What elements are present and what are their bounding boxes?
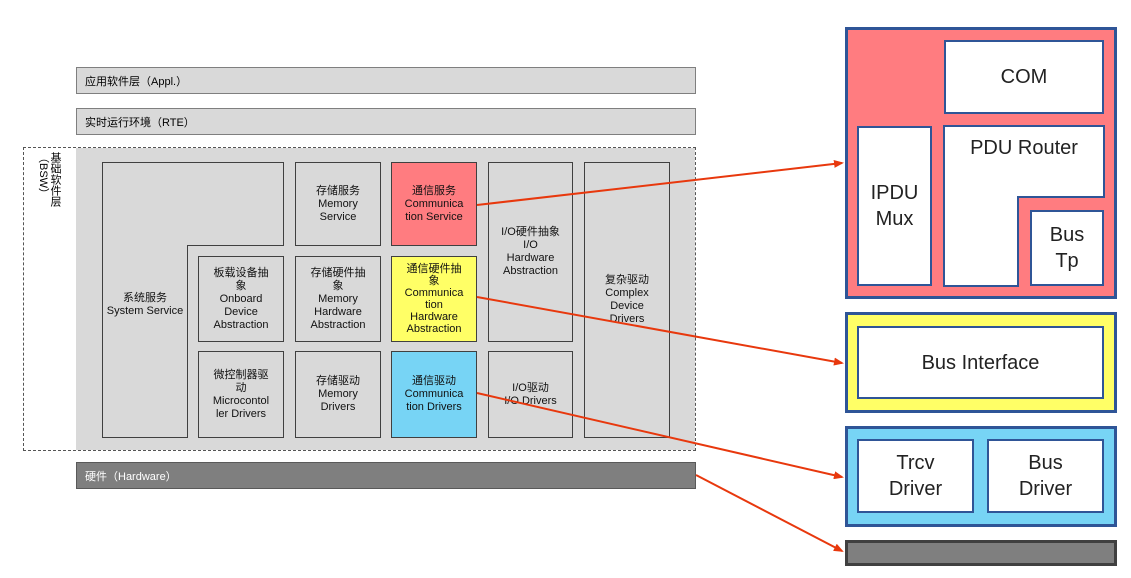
appl-layer-label: 应用软件层（Appl.） bbox=[85, 75, 188, 88]
bsw-label-en: （BSW） bbox=[37, 152, 49, 200]
arrow-drivers bbox=[476, 392, 844, 480]
arrow-hardware bbox=[695, 474, 844, 552]
comm-hw-abstraction-module: 通信硬件抽 象 Communica tion Hardware Abstract… bbox=[391, 256, 477, 342]
onboard-abstraction-module: 板载设备抽 象 Onboard Device Abstraction bbox=[198, 256, 284, 342]
rte-layer: 实时运行环境（RTE） bbox=[76, 108, 696, 135]
io-drivers-module: I/O驱动 I/O Drivers bbox=[488, 351, 573, 438]
rte-layer-label: 实时运行环境（RTE） bbox=[85, 116, 195, 129]
comm-drivers-module: 通信驱动 Communica tion Drivers bbox=[391, 351, 477, 438]
system-service-module bbox=[102, 162, 284, 438]
bsw-region bbox=[23, 147, 696, 451]
pdu-router-box bbox=[943, 125, 1105, 287]
hardware-stack bbox=[845, 540, 1117, 566]
pdu-router-label: PDU Router bbox=[970, 137, 1078, 159]
hardware-layer: 硬件（Hardware） bbox=[76, 462, 696, 489]
mcu-drivers-module: 微控制器驱 动 Microcontol ler Drivers bbox=[198, 351, 284, 438]
bsw-label: 基础软件层 （BSW） bbox=[29, 152, 61, 212]
ipdu-mux-box: IPDU Mux bbox=[857, 126, 932, 286]
memory-drivers-module: 存储驱动 Memory Drivers bbox=[295, 351, 381, 438]
communication-service-module: 通信服务 Communica tion Service bbox=[391, 162, 477, 246]
bsw-label-cn: 基础软件层 bbox=[49, 152, 61, 207]
arrow-hw-abstraction bbox=[476, 296, 844, 366]
system-service-label: 系统服务 System Service bbox=[106, 292, 184, 317]
bus-interface-box: Bus Interface bbox=[857, 326, 1104, 399]
arrow-service bbox=[476, 159, 844, 206]
bus-driver-box: Bus Driver bbox=[987, 439, 1104, 513]
com-box: COM bbox=[944, 40, 1104, 114]
memory-hw-abstraction-module: 存储硬件抽 象 Memory Hardware Abstraction bbox=[295, 256, 381, 342]
bus-tp-box: Bus Tp bbox=[1030, 210, 1104, 286]
complex-drivers-module: 复杂驱动 Complex Device Drivers bbox=[584, 162, 670, 438]
hardware-layer-label: 硬件（Hardware） bbox=[85, 470, 177, 483]
appl-layer: 应用软件层（Appl.） bbox=[76, 67, 696, 94]
trcv-driver-box: Trcv Driver bbox=[857, 439, 974, 513]
memory-service-module: 存储服务 Memory Service bbox=[295, 162, 381, 246]
